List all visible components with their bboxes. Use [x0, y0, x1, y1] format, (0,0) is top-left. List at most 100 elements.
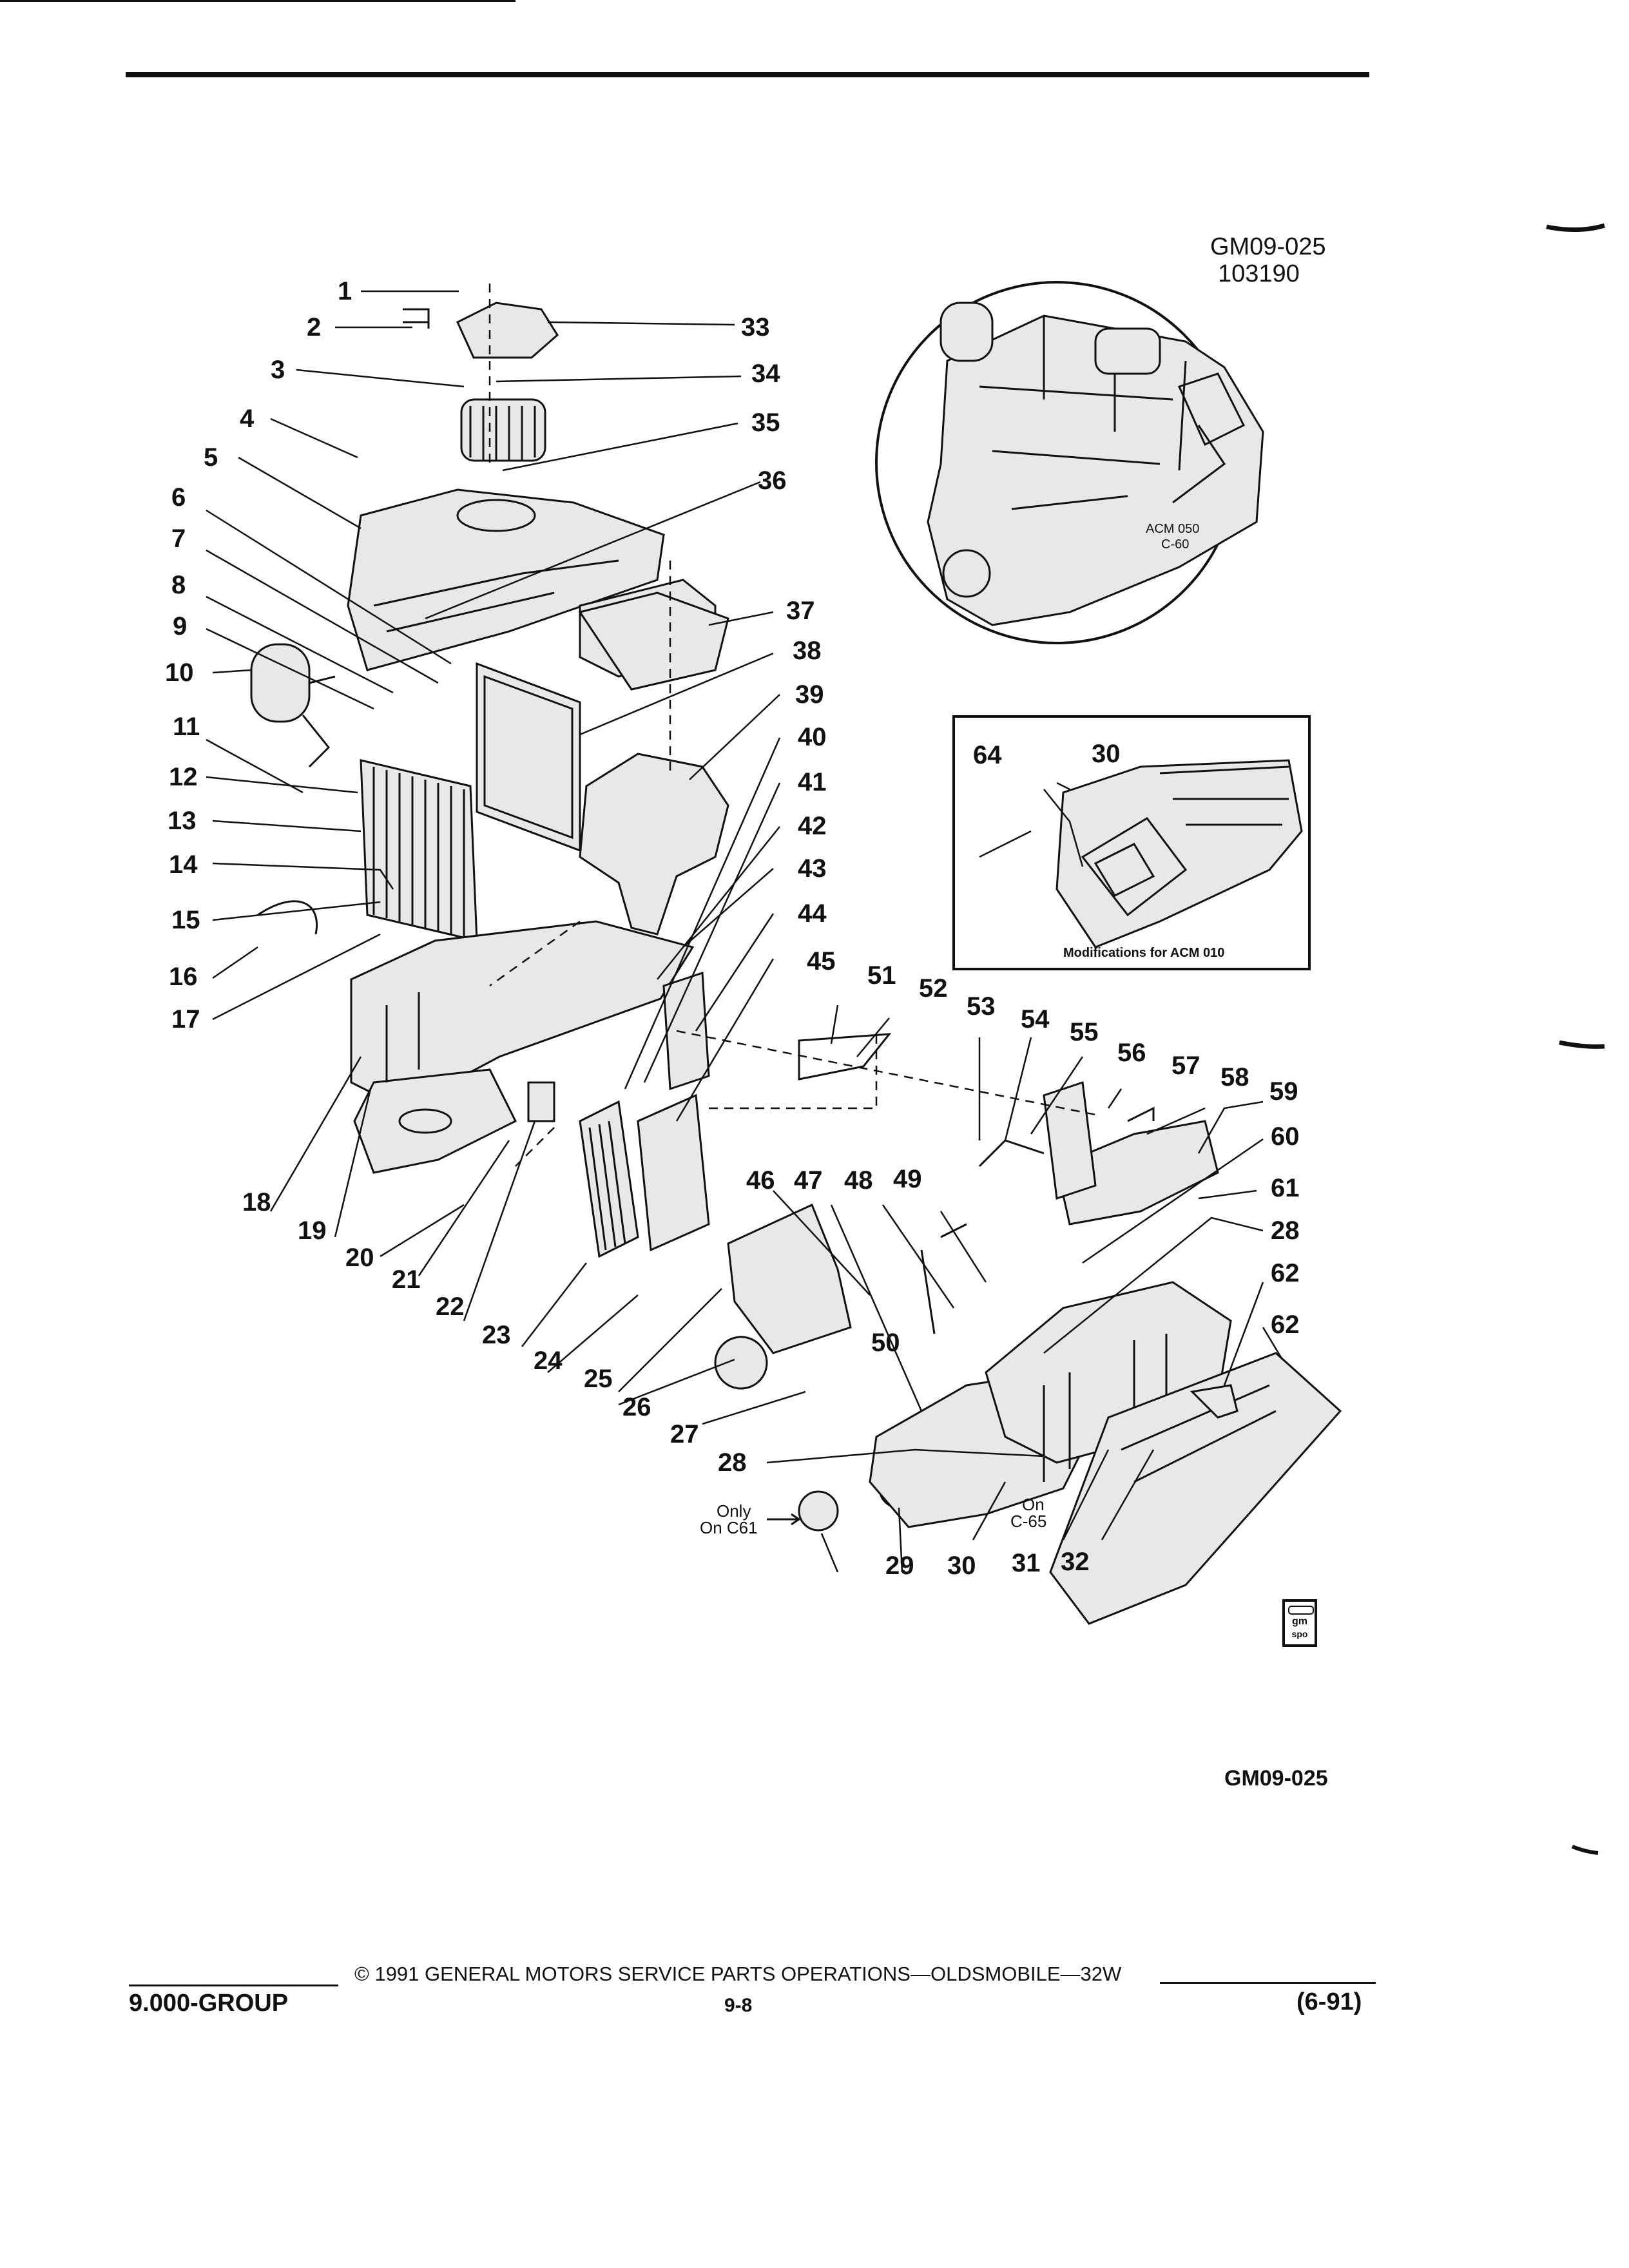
- figure-code-top: GM09-025: [1210, 233, 1326, 260]
- callout-39: 39: [795, 680, 824, 709]
- evaporator-core: [360, 662, 581, 942]
- callout-2: 2: [307, 313, 322, 341]
- inset-circle-label-2: C-60: [1161, 537, 1190, 552]
- callout-55: 55: [1070, 1018, 1099, 1046]
- footer-copyright: © 1991 GENERAL MOTORS SERVICE PARTS OPER…: [354, 1963, 1122, 1985]
- callout-42: 42: [798, 812, 827, 840]
- callout-14: 14: [169, 850, 198, 879]
- callout-31: 31: [1012, 1549, 1041, 1577]
- inset-callout-64: 64: [973, 741, 1002, 769]
- callout-62: 62: [1271, 1259, 1300, 1287]
- footer-date: (6-91): [1296, 1988, 1362, 2015]
- margin-marks: [1546, 223, 1606, 1855]
- callout-20: 20: [345, 1244, 374, 1272]
- callout-12: 12: [169, 763, 198, 791]
- logo-text-1: gm: [1292, 1616, 1307, 1627]
- callout-51: 51: [867, 961, 896, 990]
- callout-33: 33: [741, 313, 770, 341]
- callout-58: 58: [1220, 1063, 1249, 1091]
- callout-41: 41: [798, 768, 827, 796]
- callout-54: 54: [1021, 1005, 1050, 1033]
- footer-rule-left: [129, 1984, 338, 1986]
- callout-56: 56: [1117, 1039, 1146, 1067]
- callout-8: 8: [171, 571, 186, 599]
- callout-49: 49: [893, 1165, 922, 1193]
- heater-core: [527, 971, 710, 1258]
- callout-47: 47: [794, 1166, 823, 1195]
- callout-11: 11: [173, 713, 200, 741]
- callout-4: 4: [240, 405, 255, 433]
- callout-46: 46: [746, 1166, 775, 1195]
- callout-19: 19: [298, 1216, 327, 1245]
- gm-spo-logo: gm spo: [1282, 1599, 1317, 1647]
- callout-25: 25: [584, 1365, 613, 1393]
- callout-10: 10: [165, 658, 194, 687]
- callout-52: 52: [919, 974, 948, 1003]
- callout-24: 24: [534, 1347, 563, 1375]
- callout-48: 48: [844, 1166, 873, 1195]
- callout-7: 7: [171, 524, 186, 553]
- callout-28b: 28: [1271, 1216, 1300, 1245]
- inset-circle-label-1: ACM 050: [1146, 522, 1200, 536]
- callout-59: 59: [1269, 1077, 1298, 1106]
- callout-1: 1: [338, 277, 352, 305]
- callout-16: 16: [169, 963, 198, 991]
- callout-43: 43: [798, 854, 827, 883]
- callout-9: 9: [173, 612, 188, 640]
- callout-38: 38: [793, 637, 822, 665]
- callout-32: 32: [1061, 1548, 1090, 1576]
- note-arrow-c61: [767, 1513, 801, 1526]
- callout-5: 5: [204, 443, 218, 472]
- callout-22: 22: [436, 1293, 465, 1321]
- callout-34: 34: [751, 360, 780, 388]
- lower-right-case: [714, 1081, 1342, 1625]
- callout-62b: 62: [1271, 1311, 1300, 1339]
- callout-27: 27: [670, 1420, 699, 1448]
- callout-23: 23: [482, 1321, 511, 1349]
- footer-page: 9-8: [724, 1995, 753, 2016]
- inset-callout-30: 30: [1092, 740, 1121, 768]
- leader-lines: [206, 290, 1284, 1573]
- inset-box-modifications: [952, 715, 1311, 970]
- note-on-c65-2: C-65: [1010, 1512, 1047, 1531]
- footer-group: 9.000-GROUP: [129, 1990, 289, 2017]
- lower-case: [350, 920, 695, 1174]
- blower-housing: [578, 591, 729, 936]
- callout-18: 18: [242, 1188, 271, 1216]
- accumulator: [250, 643, 336, 768]
- callout-50: 50: [871, 1329, 900, 1357]
- figure-code-bottom: GM09-025: [1224, 1766, 1328, 1791]
- inset-caption: Modifications for ACM 010: [1063, 946, 1225, 960]
- callout-28: 28: [718, 1448, 747, 1477]
- callout-36: 36: [758, 466, 787, 495]
- figure-date: 103190: [1218, 260, 1300, 287]
- note-on-c65-1: On: [1022, 1495, 1045, 1514]
- callout-61: 61: [1271, 1174, 1300, 1202]
- callout-29: 29: [885, 1552, 914, 1580]
- inset-circle-assembly: [875, 281, 1264, 644]
- callout-53: 53: [967, 992, 996, 1021]
- note-only-c61-2: On C61: [700, 1518, 758, 1537]
- callout-44: 44: [798, 899, 827, 928]
- callout-40: 40: [798, 723, 827, 751]
- callout-21: 21: [392, 1265, 421, 1294]
- callout-26b: 26: [622, 1393, 651, 1421]
- assembly-lines: [488, 284, 1096, 1167]
- top-edge-rule: [0, 0, 516, 2]
- callout-30: 30: [947, 1552, 976, 1580]
- callout-57: 57: [1171, 1052, 1200, 1080]
- callout-60: 60: [1271, 1122, 1300, 1151]
- callout-45: 45: [807, 947, 836, 975]
- footer-rule-right: [1160, 1982, 1376, 1984]
- callout-3: 3: [271, 356, 285, 384]
- note-only-c61-1: Only: [717, 1501, 751, 1521]
- callout-15: 15: [171, 906, 200, 934]
- header-rule: [126, 72, 1369, 77]
- callout-17: 17: [171, 1005, 200, 1033]
- callout-6: 6: [171, 483, 186, 512]
- logo-text-2: spo: [1291, 1629, 1308, 1639]
- callout-13: 13: [168, 807, 197, 835]
- callout-35: 35: [751, 408, 780, 437]
- callout-37: 37: [786, 597, 815, 625]
